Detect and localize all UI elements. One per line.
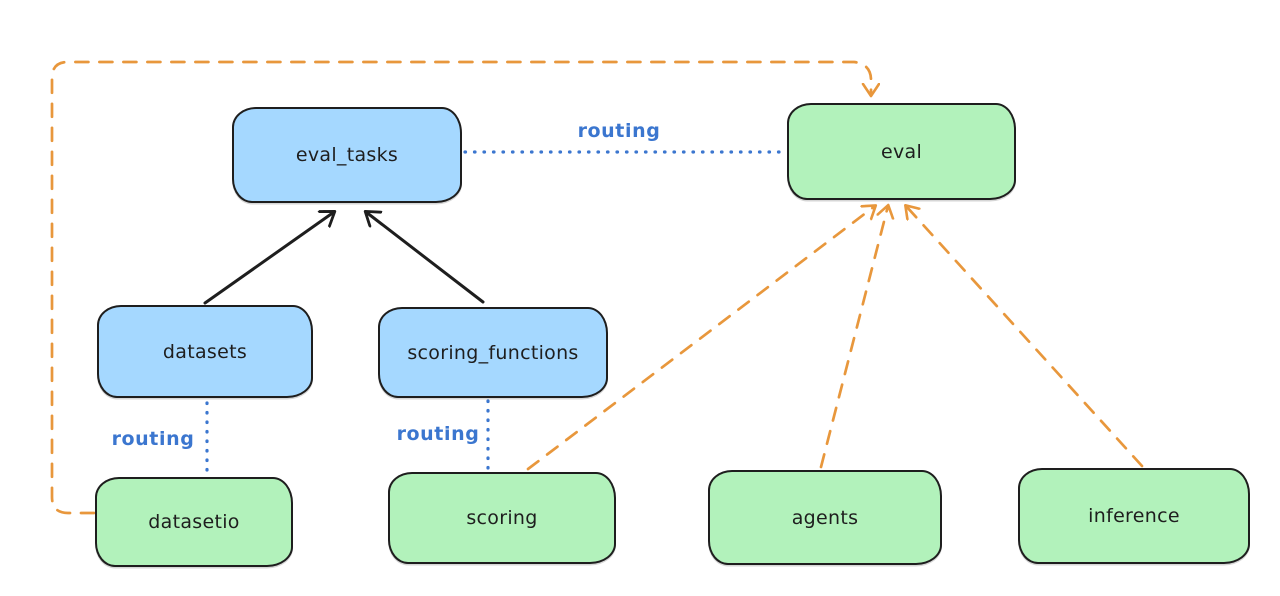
- node-inference-label: inference: [1088, 505, 1180, 527]
- node-scoring: scoring: [388, 472, 616, 564]
- node-datasets-label: datasets: [162, 340, 248, 363]
- edge-label-routing-scoring: routing: [396, 423, 480, 445]
- node-scoring-label: scoring: [466, 507, 538, 529]
- edge-scoring-functions-to-eval-tasks: [366, 212, 485, 304]
- node-agents-label: agents: [791, 506, 859, 529]
- node-datasetio: datasetio: [95, 477, 293, 567]
- node-datasetio-label: datasetio: [148, 511, 240, 533]
- node-datasets: datasets: [97, 305, 313, 398]
- edge-agents-to-eval: [819, 206, 888, 469]
- edge-label-routing-datasets: routing: [111, 428, 195, 450]
- node-eval-tasks: eval_tasks: [232, 107, 462, 203]
- node-eval: eval: [787, 103, 1016, 200]
- node-agents: agents: [708, 470, 942, 565]
- node-inference: inference: [1018, 468, 1250, 564]
- node-eval-tasks-label: eval_tasks: [295, 144, 399, 166]
- node-scoring-functions: scoring_functions: [378, 307, 608, 398]
- edge-datasets-to-eval-tasks: [203, 212, 334, 305]
- node-scoring-functions-label: scoring_functions: [407, 341, 579, 364]
- node-eval-label: eval: [880, 140, 923, 163]
- edge-inference-to-eval: [906, 206, 1144, 468]
- edge-label-routing-eval: routing: [577, 120, 661, 142]
